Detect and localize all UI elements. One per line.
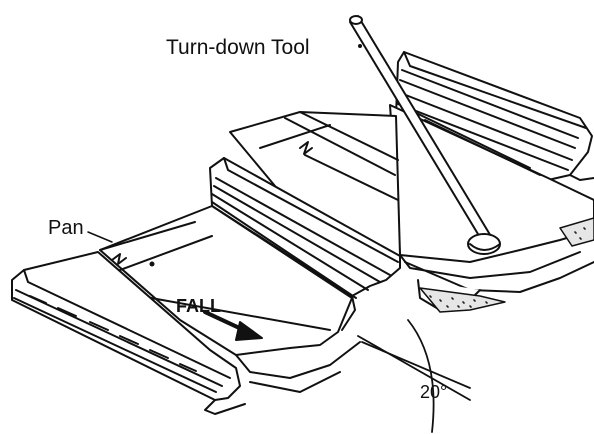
- turn-down-tool-label: Turn-down Tool: [166, 36, 310, 59]
- pan-label: Pan: [48, 217, 84, 239]
- angle-label: 20°: [420, 382, 447, 402]
- front-seam-rib: [11, 251, 246, 415]
- pan-leader-line: [87, 231, 113, 243]
- tool-marker-dot: [358, 44, 362, 48]
- slope-angle-indicator: [357, 319, 471, 433]
- fall-label: FALL: [176, 296, 221, 316]
- back-seam-rib: [395, 51, 594, 181]
- bedding-base: [419, 217, 594, 313]
- turn-down-tool: [349, 15, 501, 255]
- front-pan: [99, 205, 361, 393]
- pan-marker-dot: [149, 261, 155, 267]
- fall-arrow-icon: [203, 310, 263, 341]
- right-pan: [389, 104, 594, 311]
